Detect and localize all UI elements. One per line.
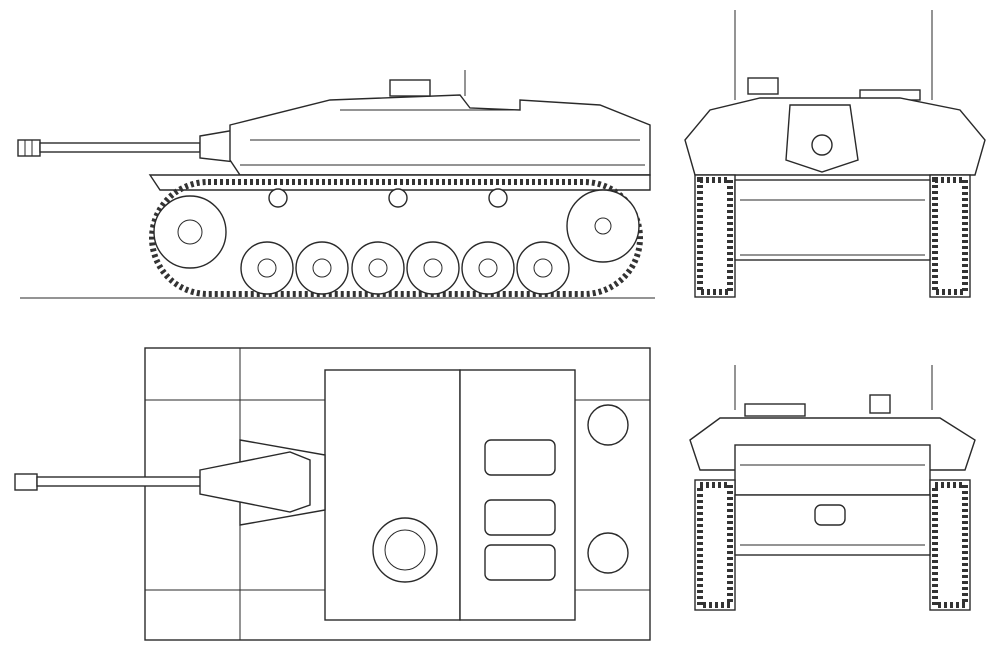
return-rollers	[268, 188, 508, 208]
hatch	[372, 517, 438, 583]
gun-barrel	[14, 451, 311, 513]
drive-sprocket	[153, 195, 227, 269]
gun-barrel	[17, 129, 236, 163]
road-wheels	[240, 241, 570, 295]
rear-view	[689, 365, 976, 611]
lower-hull	[734, 179, 931, 261]
track	[149, 179, 643, 297]
front-view	[684, 10, 986, 298]
superstructure	[229, 94, 651, 176]
cupola	[389, 79, 431, 97]
top-view	[14, 347, 651, 641]
engine-deck	[459, 369, 576, 621]
fighting-compartment	[324, 369, 461, 621]
side-view	[17, 70, 655, 299]
idler-wheel	[566, 189, 640, 263]
